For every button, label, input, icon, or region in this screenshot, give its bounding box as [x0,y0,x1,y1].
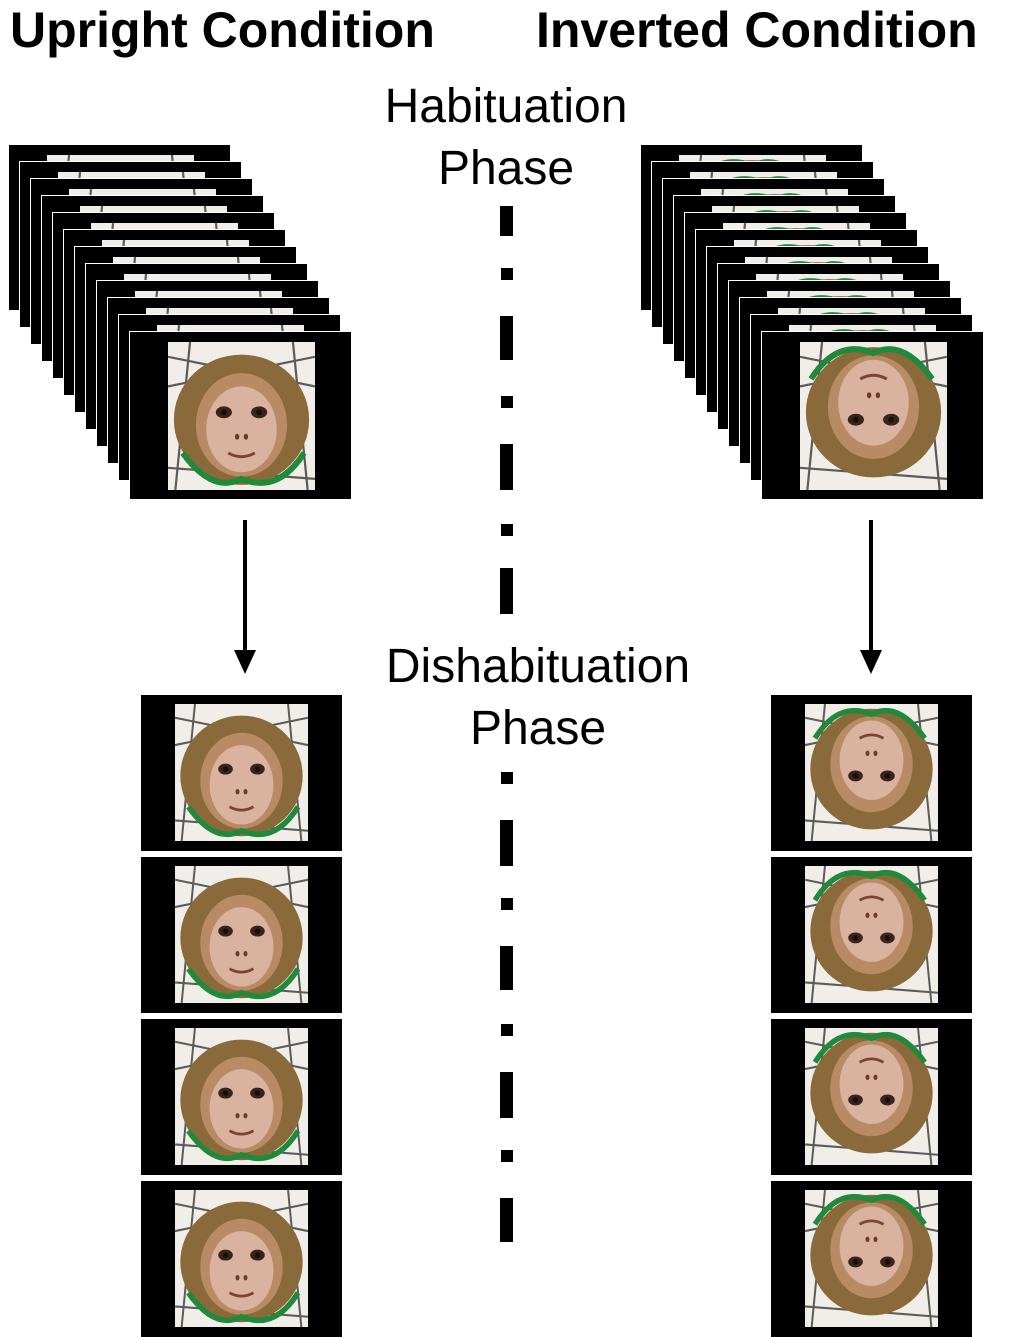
upright-down-arrow-icon [234,520,256,674]
upright-condition-title: Upright Condition [10,2,435,58]
inverted-down-arrow-icon [860,520,882,674]
upright-habituation-card [129,331,351,499]
inverted-habituation-card [761,331,983,499]
inverted-monkey-face-photo [805,704,938,841]
divider-dash [500,1198,513,1242]
habituation-phase-line-1: Habituation [384,80,628,133]
divider-dot [501,1024,513,1036]
divider-dash [500,568,513,614]
habituation-phase-line-2: Phase [437,142,575,195]
inverted-dishabituation-card [771,857,972,1013]
inverted-monkey-face-photo [805,1190,938,1327]
divider-dash [500,1072,513,1118]
dishabituation-phase-label: Dishabituation Phase [358,636,718,760]
divider-dot [501,396,513,408]
divider-dot [501,772,513,784]
inverted-monkey-face-photo [805,1028,938,1165]
upright-dishabituation-card [141,695,342,851]
inverted-monkey-face-photo [805,866,938,1003]
divider-dash [500,316,513,360]
inverted-dishabituation-card [771,695,972,851]
upright-monkey-face-photo [175,1190,308,1327]
divider-dot [501,898,513,910]
upright-dishabituation-card [141,1181,342,1337]
habituation-phase-label: Habituation Phase [356,76,656,200]
dishabituation-phase-line-2: Phase [469,702,607,755]
inverted-monkey-face-photo [800,342,947,490]
upright-monkey-face-photo [175,704,308,841]
upright-dishabituation-card [141,857,342,1013]
divider-dot [501,524,513,536]
dishabituation-phase-line-1: Dishabituation [385,640,691,693]
inverted-condition-title: Inverted Condition [536,2,978,58]
inverted-dishabituation-card [771,1181,972,1337]
divider-dash [500,206,513,236]
upright-monkey-face-photo [168,342,315,490]
upright-monkey-face-photo [175,1028,308,1165]
divider-dash [500,444,513,490]
divider-dash [500,946,513,990]
divider-dot [501,268,513,280]
upright-monkey-face-photo [175,866,308,1003]
inverted-dishabituation-card [771,1019,972,1175]
divider-dot [501,1150,513,1162]
divider-dash [500,820,513,866]
upright-dishabituation-card [141,1019,342,1175]
